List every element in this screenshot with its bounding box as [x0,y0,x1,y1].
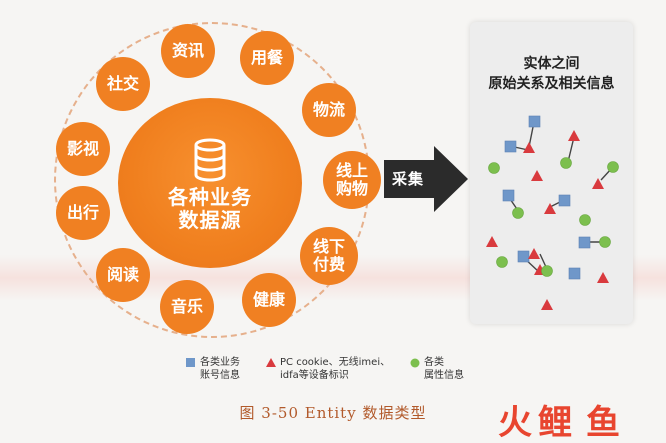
source-label: 社交 [106,74,139,93]
source-label: 影视 [66,139,99,158]
source-node-logistics: 物流 [302,83,356,137]
source-node-dining: 用餐 [240,31,294,85]
account-marker [528,115,541,128]
panel-title: 实体之间 原始关系及相关信息 [470,54,633,94]
legend-text: PC cookie、无线imei、 idfa等设备标识 [280,356,390,382]
account-marker [502,189,515,202]
source-label: 音乐 [170,297,203,316]
watermark-logo: 火 鲤 鱼 [498,403,620,442]
legend-line: idfa等设备标识 [280,370,349,381]
attribute-marker [607,161,619,173]
device-marker [531,170,543,181]
attribute-marker [488,162,500,174]
core-label: 各种业务 数据源 [168,186,252,232]
entity-scatter [486,115,619,310]
arrow-right-icon [384,146,468,212]
panel-title-line1: 实体之间 [523,56,580,72]
source-label: 用餐 [250,48,283,67]
legend-line: 属性信息 [424,370,464,381]
account-marker [568,267,581,280]
legend-line: 账号信息 [200,370,240,381]
legend-item-accounts: 各类业务 账号信息 [186,356,276,384]
account-marker [517,250,530,263]
square-icon [186,358,195,367]
figure-caption: 图 3-50 Entity 数据类型 [239,404,427,422]
source-label: 线上 购物 [335,161,368,198]
device-marker [523,142,535,153]
source-node-online-shopping: 线上 购物 [323,151,381,209]
source-label: 物流 [312,100,345,119]
core-label-line2: 数据源 [178,208,242,232]
legend-text: 各类 属性信息 [424,356,464,382]
source-label: 健康 [252,290,285,309]
legend-line: PC cookie、无线imei、 [280,357,391,368]
entity-relations-panel: 实体之间 原始关系及相关信息 [470,22,633,324]
source-label: 出行 [66,203,99,222]
attribute-marker [496,256,508,268]
attribute-marker [560,157,572,169]
device-marker [568,130,580,141]
source-label: 线下 付费 [312,237,345,274]
circle-icon [410,358,420,368]
core-label-line1: 各种业务 [168,185,252,209]
source-label: 资讯 [171,41,204,60]
legend-text: 各类业务 账号信息 [200,356,240,382]
legend-item-devices: PC cookie、无线imei、 idfa等设备标识 [266,356,416,384]
database-icon [194,138,226,182]
account-marker [504,140,517,153]
svg-text:鲤: 鲤 [538,403,572,442]
legend-line: 各类业务 [200,357,240,368]
attribute-marker [599,236,611,248]
source-node-social: 社交 [96,57,150,111]
attribute-marker [579,214,591,226]
device-marker [486,236,498,247]
device-marker [544,203,556,214]
source-node-film: 影视 [56,122,110,176]
legend-line: 各类 [424,357,444,368]
device-marker [528,248,540,259]
svg-text:火: 火 [498,403,532,442]
legend-item-attributes: 各类 属性信息 [410,356,480,384]
source-node-music: 音乐 [160,280,214,334]
svg-text:鱼: 鱼 [586,403,620,442]
source-node-travel: 出行 [56,186,110,240]
collect-label: 采集 [392,170,425,188]
source-node-health: 健康 [242,273,296,327]
account-marker [578,236,591,249]
collect-arrow: 采集 [384,146,468,212]
attribute-marker [512,207,524,219]
source-node-offline-payment: 线下 付费 [300,227,358,285]
triangle-icon [266,358,276,367]
panel-title-line2: 原始关系及相关信息 [488,76,615,92]
source-node-news: 资讯 [161,24,215,78]
device-marker [541,299,553,310]
source-label: 阅读 [106,265,139,284]
data-source-core: 各种业务 数据源 [118,98,302,268]
device-marker [592,178,604,189]
attribute-marker [541,265,553,277]
source-node-reading: 阅读 [96,248,150,302]
account-marker [558,194,571,207]
device-marker [597,272,609,283]
